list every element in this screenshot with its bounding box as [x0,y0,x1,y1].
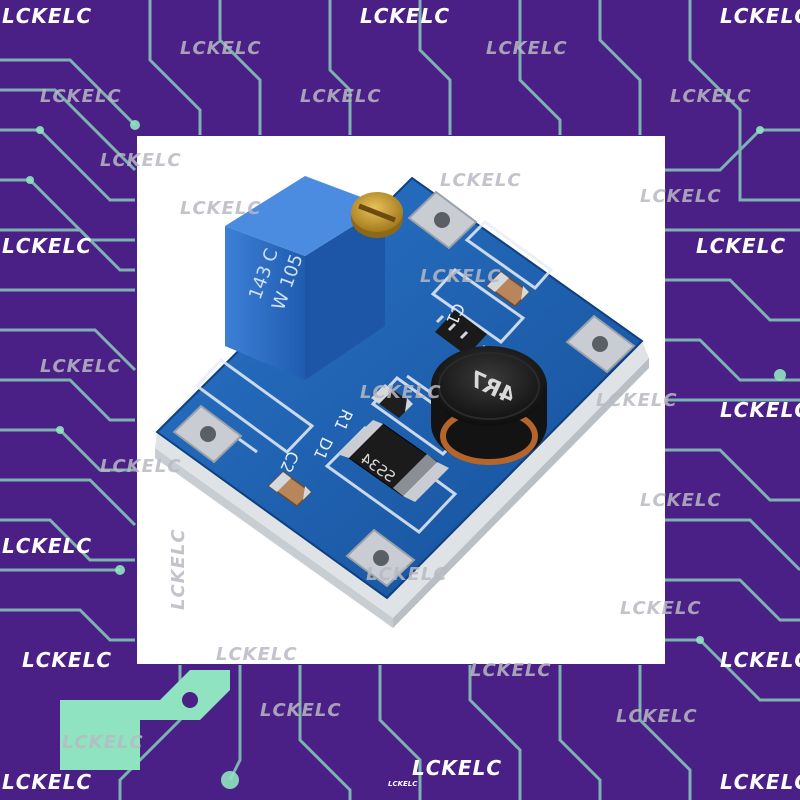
watermark: LCKELC [366,564,448,585]
watermark: LCKELC [260,700,342,721]
watermark: LCKELC [640,490,722,511]
diode-d1: SS34 [337,420,449,502]
watermark: LCKELC [216,644,298,665]
watermark: LCKELC [640,186,722,207]
watermark: LCKELC [670,86,752,107]
watermark: LCKELC [616,706,698,727]
watermark: LCKELC [620,598,702,619]
trimmer-potentiometer: 143 C W 105 [225,176,403,380]
watermark: LCKELC [412,756,503,780]
resistor-r1 [371,384,413,418]
watermark: LCKELC [388,780,418,788]
watermark: LCKELC [420,266,502,287]
watermark: LCKELC [486,38,568,59]
watermark: LCKELC [100,456,182,477]
boost-converter-module: SS34 4R7 143 C W 105 [155,176,649,628]
watermark: LCKELC [168,528,189,610]
watermark: LCKELC [180,198,262,219]
watermark: LCKELC [696,234,787,258]
capacitor-c1 [485,271,531,307]
watermark: LCKELC [440,170,522,191]
watermark: LCKELC [720,770,800,794]
watermark: LCKELC [40,86,122,107]
mounting-pads [172,190,636,588]
watermark: LCKELC [720,398,800,422]
watermark: LCKELC [720,4,800,28]
watermark: LCKELC [470,660,552,681]
watermark: LCKELC [62,732,144,753]
watermark: LCKELC [100,150,182,171]
watermark: LCKELC [2,234,93,258]
watermark: LCKELC [596,390,678,411]
inductor: 4R7 [431,346,547,465]
watermark: LCKELC [360,4,451,28]
watermark: LCKELC [300,86,382,107]
watermark: LCKELC [2,770,93,794]
watermark: LCKELC [180,38,262,59]
watermark: LCKELC [2,4,93,28]
capacitor-c2 [267,471,313,507]
watermark: LCKELC [40,356,122,377]
watermark: LCKELC [2,534,93,558]
watermark: LCKELC [720,648,800,672]
watermark: LCKELC [360,382,442,403]
watermark: LCKELC [22,648,113,672]
pcb-photo: SS34 4R7 143 C W 105 [137,136,665,664]
